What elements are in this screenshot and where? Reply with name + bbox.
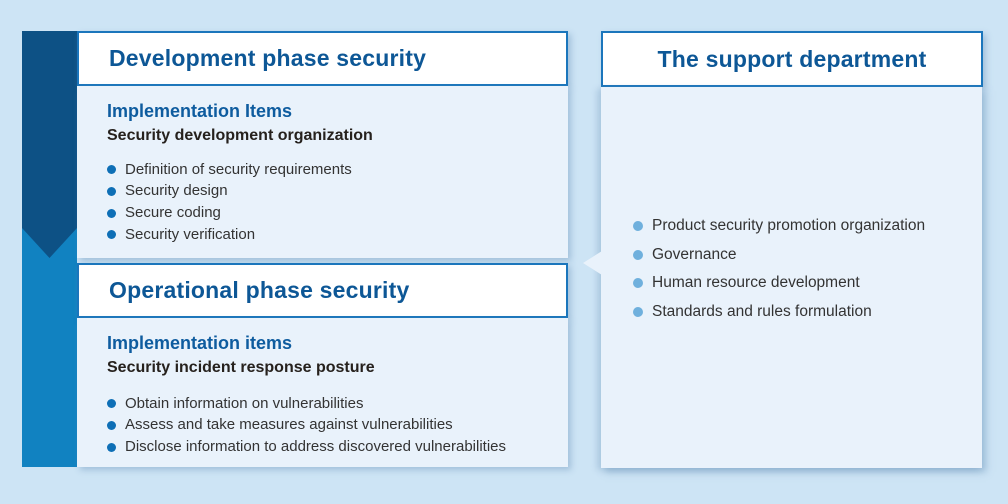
bullet-label: Security design [125, 182, 228, 200]
bullet-label: Assess and take measures against vulnera… [125, 416, 453, 434]
bullet-label: Obtain information on vulnerabilities [125, 394, 364, 412]
list-item: Definition of security requirements [107, 159, 550, 181]
bullet-dot-icon [107, 420, 116, 430]
ops-implementation-heading: Implementation items [107, 333, 293, 353]
bullet-dot-icon [107, 442, 116, 452]
bullet-label: Disclose information to address discover… [125, 438, 507, 456]
dev-bullet-list: Definition of security requirements Secu… [107, 159, 550, 246]
bullet-label: Standards and rules formulation [652, 302, 872, 320]
support-bullet-list: Product security promotion organization … [601, 87, 982, 321]
list-item: Product security promotion organization [633, 217, 972, 236]
ops-implementation-subtitle: Security incident response posture [107, 358, 375, 376]
bullet-dot-icon [633, 221, 643, 232]
dev-phase-body: Implementation Items Security developmen… [77, 86, 568, 258]
dev-implementation-heading: Implementation Items [107, 101, 293, 121]
dev-phase-title: Development phase security [109, 45, 427, 71]
bullet-label: Governance [652, 245, 737, 263]
ops-phase-title: Operational phase security [109, 277, 410, 303]
bullet-label: Product security promotion organization [652, 217, 926, 234]
list-item: Security design [107, 180, 550, 202]
bullet-label: Security verification [125, 225, 256, 243]
dev-implementation-subtitle: Security development organization [107, 126, 373, 144]
phase-arrow-light-segment [22, 228, 77, 467]
speech-tail-left-icon [583, 251, 602, 275]
bullet-dot-icon [107, 186, 116, 196]
list-item: Assess and take measures against vulnera… [107, 414, 550, 436]
bullet-dot-icon [107, 230, 116, 240]
bullet-dot-icon [633, 306, 643, 317]
list-item: Secure coding [107, 202, 550, 224]
ops-phase-body: Implementation items Security incident r… [77, 318, 568, 467]
list-item: Disclose information to address discover… [107, 436, 550, 458]
list-item: Human resource development [633, 274, 972, 293]
support-dept-body: Product security promotion organization … [583, 87, 982, 468]
bullet-label: Human resource development [652, 274, 860, 291]
bullet-dot-icon [107, 165, 116, 175]
phase-arrow-down-icon [22, 31, 77, 258]
support-dept-header: The support department [601, 31, 983, 87]
bullet-label: Secure coding [125, 204, 221, 222]
bullet-label: Definition of security requirements [125, 160, 352, 178]
bullet-dot-icon [107, 208, 116, 218]
dev-phase-header: Development phase security [77, 31, 568, 86]
support-dept-title: The support department [657, 45, 927, 72]
list-item: Security verification [107, 224, 550, 246]
list-item: Obtain information on vulnerabilities [107, 393, 550, 415]
bullet-dot-icon [633, 278, 643, 289]
bullet-dot-icon [633, 249, 643, 260]
ops-phase-header: Operational phase security [77, 263, 568, 318]
list-item: Standards and rules formulation [633, 303, 972, 322]
bullet-dot-icon [107, 399, 116, 409]
ops-bullet-list: Obtain information on vulnerabilities As… [107, 393, 550, 458]
list-item: Governance [633, 246, 972, 265]
